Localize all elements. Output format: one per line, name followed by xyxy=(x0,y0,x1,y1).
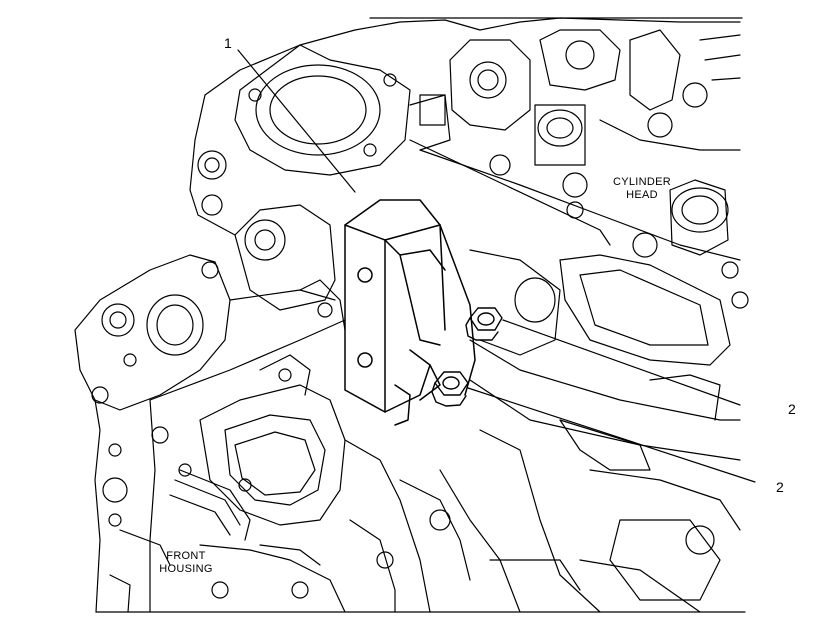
cylinder-head-drawing xyxy=(189,17,741,279)
callout-2-lower-bolt: 2 xyxy=(776,479,784,495)
leader-line-2-lower xyxy=(467,387,756,483)
front-housing-label-line1: FRONT xyxy=(166,550,206,562)
leader-line-1 xyxy=(237,49,356,193)
cylinder-block-drawing xyxy=(439,249,749,613)
leader-line-2-upper xyxy=(502,319,741,406)
bolt-upper-drawing xyxy=(465,307,503,341)
cylinder-head-label-line2: HEAD xyxy=(626,189,658,201)
bolt-lower-drawing xyxy=(431,371,469,407)
front-housing-drawing xyxy=(74,204,471,613)
callout-1-bracket: 1 xyxy=(224,35,232,51)
front-housing-label: FRONT HOUSING xyxy=(150,550,222,576)
cylinder-head-label-line1: CYLINDER xyxy=(612,176,672,188)
front-housing-label-line2: HOUSING xyxy=(159,563,213,575)
callout-2-upper-bolt: 2 xyxy=(788,401,796,417)
cylinder-head-label: CYLINDER HEAD xyxy=(602,176,682,202)
lifting-bracket-drawing xyxy=(344,199,476,426)
